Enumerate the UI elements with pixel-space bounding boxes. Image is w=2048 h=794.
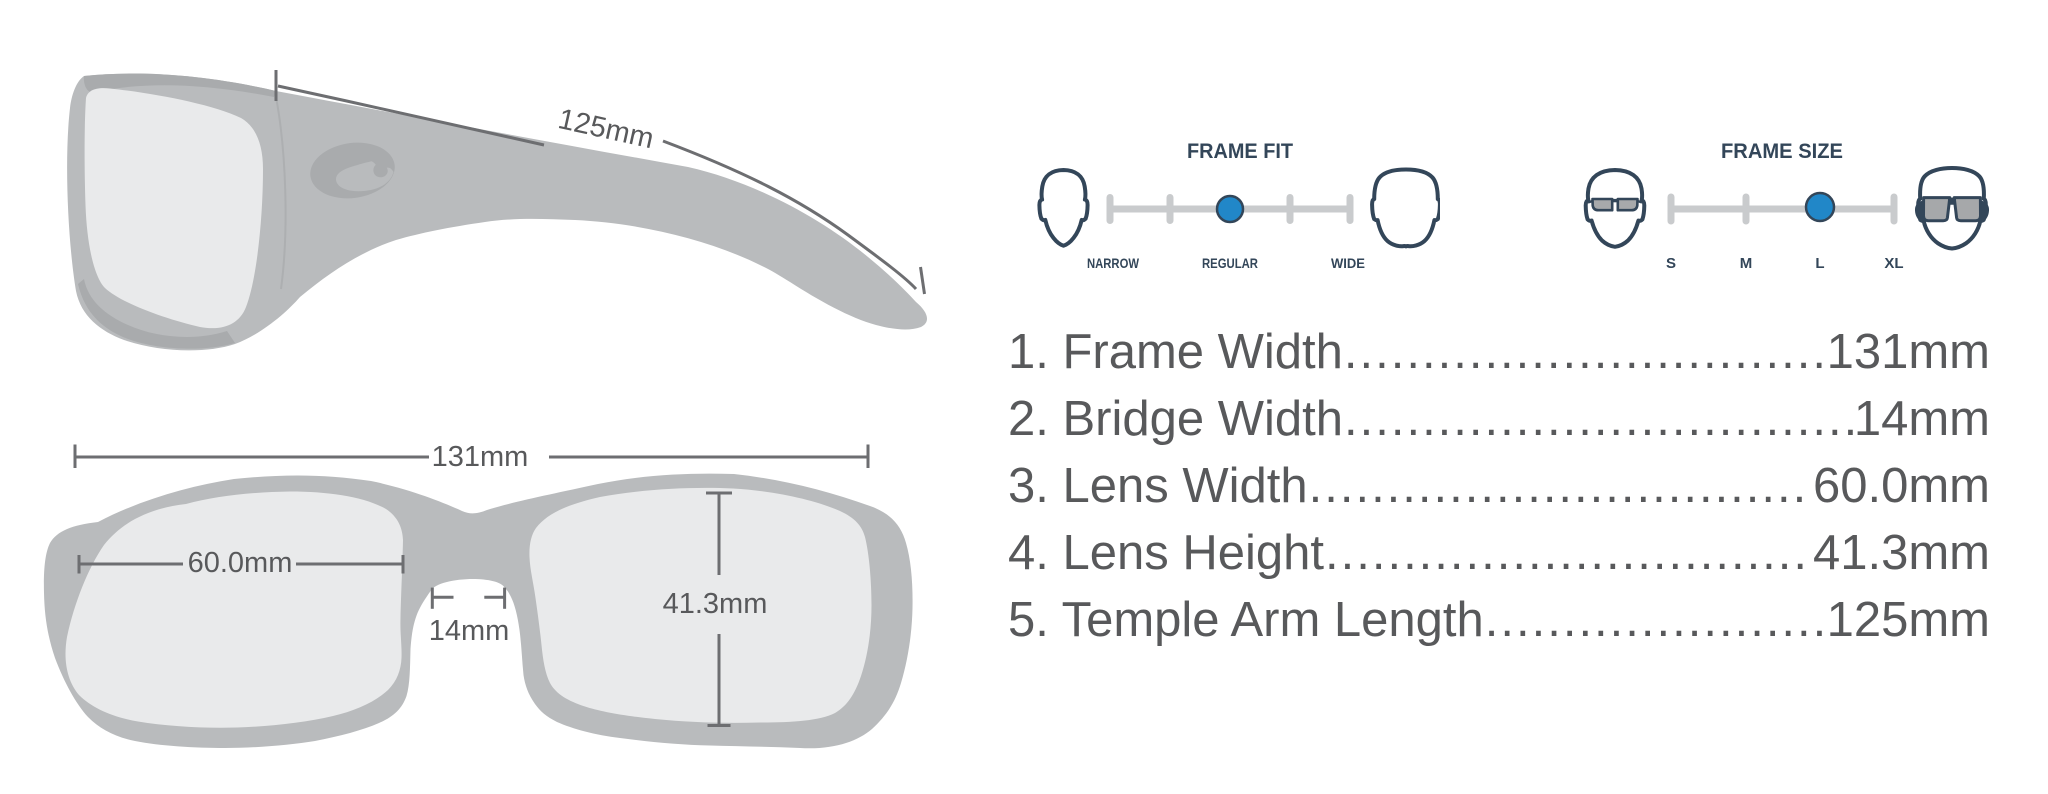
svg-text:14mm: 14mm — [429, 615, 510, 647]
svg-text:S: S — [1666, 255, 1676, 272]
svg-text:M: M — [1740, 255, 1753, 272]
svg-text:XL: XL — [1884, 255, 1903, 272]
svg-text:41.3mm: 41.3mm — [663, 588, 768, 620]
svg-text:WIDE: WIDE — [1331, 255, 1365, 271]
svg-text:131mm: 131mm — [432, 441, 529, 473]
svg-text:FRAME FIT: FRAME FIT — [1187, 140, 1293, 163]
svg-text:60.0mm: 60.0mm — [188, 547, 293, 579]
svg-text:REGULAR: REGULAR — [1202, 255, 1258, 271]
svg-text:NARROW: NARROW — [1087, 255, 1140, 271]
svg-text:L: L — [1815, 255, 1824, 272]
svg-text:FRAME SIZE: FRAME SIZE — [1721, 140, 1843, 163]
